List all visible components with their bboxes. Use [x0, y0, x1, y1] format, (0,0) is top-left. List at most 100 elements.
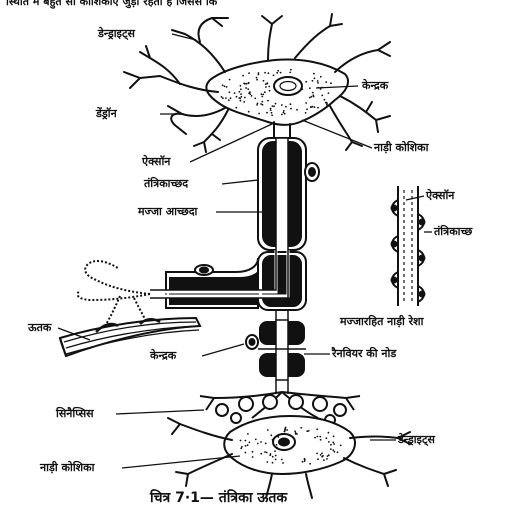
- granule-dot: [256, 104, 258, 106]
- granule-dot: [245, 445, 247, 447]
- myelinated-fiber-upper: [258, 138, 319, 256]
- granule-dot: [305, 102, 307, 104]
- granule-dot: [312, 92, 314, 94]
- granule-dot: [261, 93, 263, 95]
- granule-dot: [229, 79, 231, 81]
- granule-dot: [328, 441, 330, 443]
- granule-dot: [304, 460, 306, 462]
- granule-dot: [316, 453, 318, 455]
- granule-dot: [275, 459, 277, 461]
- granule-dot: [240, 440, 242, 442]
- label-dendrites-top: डेन्ड्राइट्स: [98, 28, 135, 40]
- granule-dot: [290, 69, 292, 71]
- myelinated-fiber-lower: [246, 310, 306, 394]
- granule-dot: [265, 83, 267, 85]
- granule-dot: [321, 453, 323, 455]
- granule-dot: [267, 100, 269, 102]
- granule-dot: [314, 437, 316, 439]
- granule-dot: [271, 112, 273, 114]
- granule-dot: [301, 88, 303, 90]
- granule-dot: [328, 454, 330, 456]
- granule-dot: [248, 111, 250, 113]
- granule-dot: [272, 462, 274, 464]
- granule-dot: [320, 454, 322, 456]
- granule-dot: [272, 456, 274, 458]
- granule-dot: [317, 107, 319, 109]
- granule-dot: [278, 436, 280, 438]
- granule-dot: [332, 449, 334, 451]
- granule-dot: [325, 81, 327, 83]
- granule-dot: [332, 442, 334, 444]
- granule-dot: [269, 90, 271, 92]
- label-nerve-cell-top: नाड़ी कोशिका: [374, 142, 428, 154]
- granule-dot: [290, 108, 292, 110]
- granule-dot: [257, 443, 259, 445]
- granule-dot: [314, 77, 316, 79]
- myelinated-fiber-elbow: [150, 250, 306, 310]
- label-dendron: डेंड्रॉन: [96, 108, 117, 120]
- granule-dot: [294, 430, 296, 432]
- granule-dot: [272, 105, 274, 107]
- granule-dot: [312, 80, 314, 82]
- granule-dot: [300, 427, 302, 429]
- granule-dot: [236, 96, 238, 98]
- granule-dot: [286, 429, 288, 431]
- granule-dot: [240, 93, 242, 95]
- granule-dot: [328, 432, 330, 434]
- granule-dot: [308, 430, 310, 432]
- label-axon-left: ऐक्सॉन: [142, 156, 170, 168]
- granule-dot: [333, 443, 335, 445]
- granule-dot: [306, 430, 308, 432]
- granule-dot: [277, 70, 279, 72]
- granule-dot: [276, 447, 278, 449]
- granule-dot: [249, 442, 251, 444]
- granule-dot: [266, 452, 268, 454]
- label-synapse: सिनैप्सिस: [56, 408, 94, 420]
- granule-dot: [265, 86, 267, 88]
- label-dendrites-bottom: डेन्ड्राइट्स: [398, 434, 435, 446]
- granule-dot: [245, 87, 247, 89]
- granule-dot: [289, 72, 291, 74]
- granule-dot: [247, 88, 249, 90]
- granule-dot: [334, 451, 336, 453]
- granule-dot: [256, 79, 258, 81]
- granule-dot: [260, 453, 262, 455]
- granule-dot: [324, 99, 326, 101]
- granule-dot: [240, 100, 242, 102]
- granule-dot: [230, 97, 232, 99]
- granule-dot: [284, 431, 286, 433]
- granule-dot: [321, 95, 323, 97]
- label-nucleus-top: केन्द्रक: [362, 80, 388, 92]
- granule-dot: [228, 99, 230, 101]
- granule-dot: [263, 80, 265, 82]
- granule-dot: [319, 436, 321, 438]
- label-node-of-ranvier: रैनवियर की नोड: [332, 348, 396, 360]
- granule-dot: [273, 105, 275, 107]
- granule-dot: [280, 72, 282, 74]
- granule-dot: [333, 435, 335, 437]
- granule-dot: [285, 106, 287, 108]
- granule-dot: [330, 444, 332, 446]
- granule-dot: [241, 96, 243, 98]
- granule-dot: [267, 429, 269, 431]
- granule-dot: [243, 101, 245, 103]
- granule-dot: [222, 84, 224, 86]
- top-cutoff-text: स्थिति में बहुत सी कोशिकाएं जुड़ी रहती ह…: [6, 0, 217, 9]
- granule-dot: [255, 439, 257, 441]
- granule-dot: [266, 112, 268, 114]
- granule-dot: [239, 98, 241, 100]
- granule-dot: [312, 94, 314, 96]
- label-neurilemma-right: तंत्रिकाच्छ: [434, 226, 472, 238]
- granule-dot: [251, 95, 253, 97]
- granule-dot: [310, 106, 312, 108]
- granule-dot: [247, 433, 249, 435]
- granule-dot: [243, 83, 245, 85]
- granule-dot: [264, 91, 266, 93]
- granule-dot: [247, 444, 249, 446]
- granule-dot: [267, 82, 269, 84]
- granule-dot: [248, 82, 250, 84]
- granule-dot: [281, 104, 283, 106]
- granule-dot: [305, 112, 307, 114]
- nonmyelinated-fiber: [392, 186, 425, 306]
- granule-dot: [224, 85, 226, 87]
